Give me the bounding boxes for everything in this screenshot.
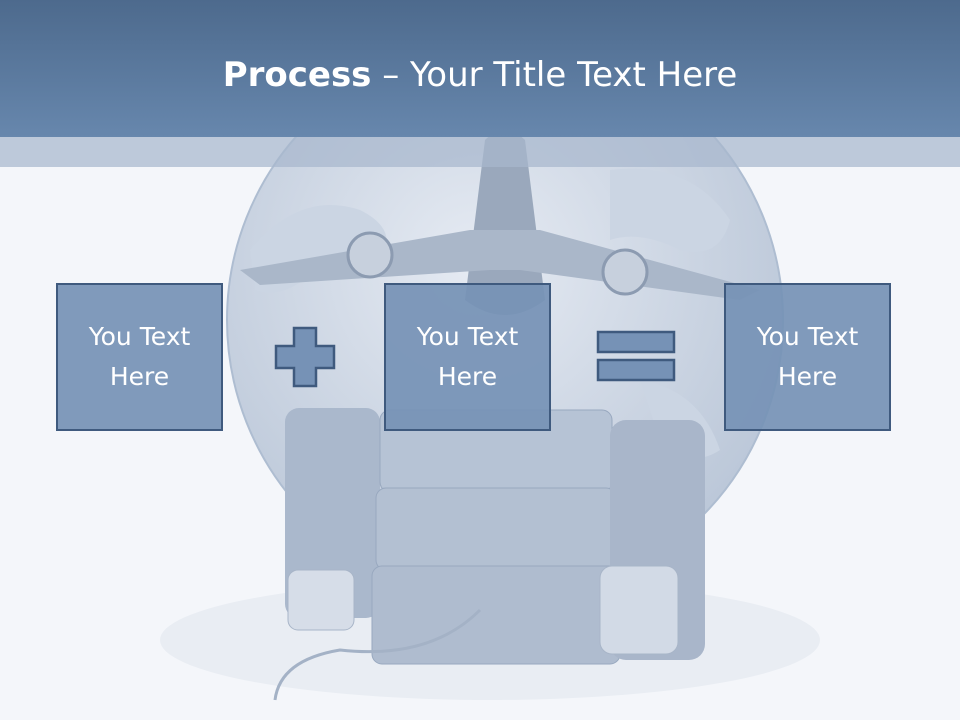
title-bar: [0, 0, 960, 137]
continent-shape: [610, 168, 730, 252]
suitcase-shape: [371, 565, 621, 665]
slide-title[interactable]: Process – Your Title Text Here: [0, 52, 960, 98]
title-rest-text: – Your Title Text Here: [371, 55, 738, 95]
process-box-2-text: You Text Here: [416, 322, 519, 391]
luggage-strap: [273, 608, 482, 701]
process-box-2[interactable]: You Text Here: [384, 283, 551, 431]
airplane-engine: [601, 248, 649, 296]
suitcase-shape: [285, 408, 380, 618]
airplane-engine: [346, 231, 394, 279]
equals-icon: [596, 330, 676, 382]
suitcase-shape: [375, 487, 617, 571]
bag-shape: [599, 565, 679, 655]
process-box-3-text: You Text Here: [756, 322, 859, 391]
process-box-3[interactable]: You Text Here: [724, 283, 891, 431]
plus-icon: [274, 326, 336, 388]
process-box-1[interactable]: You Text Here: [56, 283, 223, 431]
title-accent-strip: [0, 137, 960, 167]
process-box-1-text: You Text Here: [88, 322, 191, 391]
title-bold-text: Process: [222, 55, 372, 95]
bag-shape: [287, 569, 355, 631]
